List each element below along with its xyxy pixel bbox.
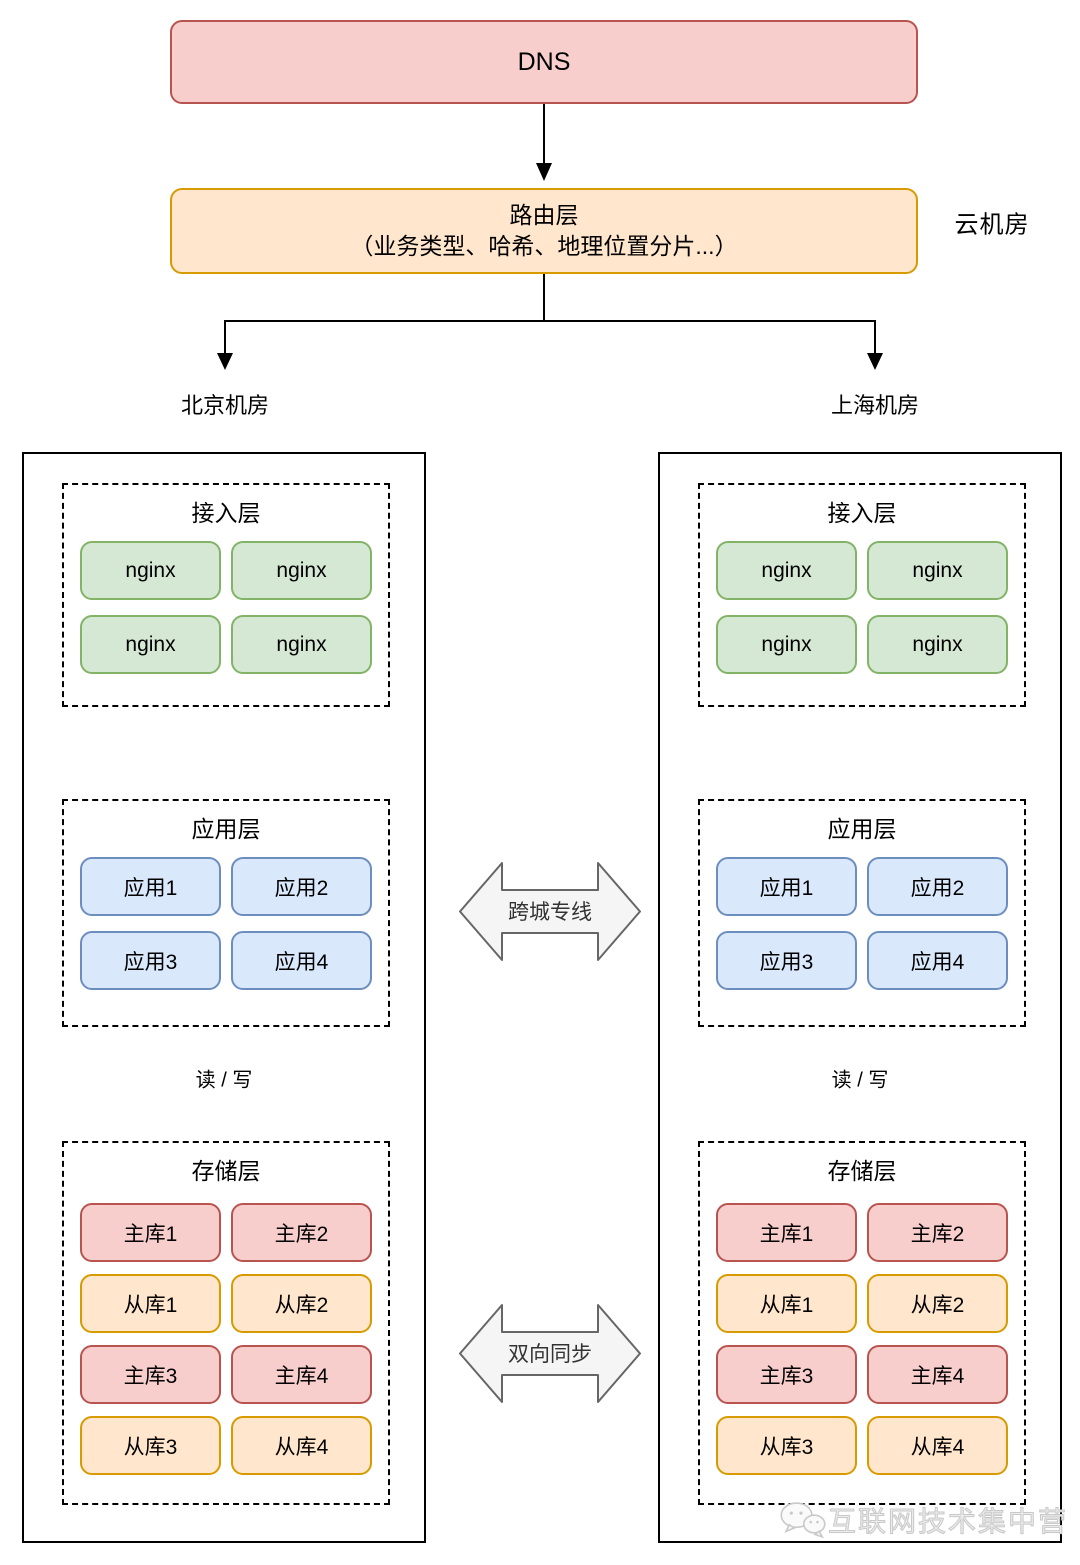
app-node: 应用4 <box>231 931 372 990</box>
router-subtitle: （业务类型、哈希、地理位置分片...） <box>350 233 738 259</box>
access-layer-title: 接入层 <box>827 500 897 526</box>
storage-layer-title: 存储层 <box>827 1158 897 1184</box>
branch-connector <box>217 274 883 370</box>
shanghai-dc-box: 接入层 nginx nginx nginx nginx 应用层 应用1 应用2 … <box>658 452 1062 1543</box>
master-db-node: 主库3 <box>716 1345 857 1404</box>
nginx-node: nginx <box>80 541 221 600</box>
slave-db-node: 从库2 <box>867 1274 1008 1333</box>
nginx-node: nginx <box>867 541 1008 600</box>
nginx-node: nginx <box>80 615 221 674</box>
master-db-node: 主库4 <box>231 1345 372 1404</box>
slave-db-node: 从库4 <box>231 1416 372 1475</box>
beijing-dc-label: 北京机房 <box>180 393 270 418</box>
master-db-node: 主库3 <box>80 1345 221 1404</box>
nginx-node: nginx <box>231 615 372 674</box>
app-node: 应用2 <box>231 857 372 916</box>
slave-db-node: 从库3 <box>80 1416 221 1475</box>
slave-db-node: 从库1 <box>80 1274 221 1333</box>
storage-node-grid: 主库1 主库2 从库1 从库2 主库3 主库4 从库3 从库4 <box>80 1203 372 1475</box>
dns-label: DNS <box>517 47 571 76</box>
slave-db-node: 从库1 <box>716 1274 857 1333</box>
arrow-dns-to-router <box>536 104 552 181</box>
storage-layer-title: 存储层 <box>191 1158 261 1184</box>
sync-arrow-label: 双向同步 <box>508 1343 592 1366</box>
access-node-grid: nginx nginx nginx nginx <box>80 541 372 674</box>
slave-db-node: 从库3 <box>716 1416 857 1475</box>
app-node-grid: 应用1 应用2 应用3 应用4 <box>716 857 1008 990</box>
app-layer-title: 应用层 <box>827 816 897 842</box>
app-node: 应用2 <box>867 857 1008 916</box>
app-node: 应用1 <box>80 857 221 916</box>
read-write-label-left: 读 / 写 <box>190 1062 258 1094</box>
nginx-node: nginx <box>716 541 857 600</box>
app-node: 应用4 <box>867 931 1008 990</box>
master-db-node: 主库1 <box>80 1203 221 1262</box>
slave-db-node: 从库2 <box>231 1274 372 1333</box>
access-layer-shanghai: 接入层 nginx nginx nginx nginx <box>698 483 1026 707</box>
master-db-node: 主库4 <box>867 1345 1008 1404</box>
master-db-node: 主库2 <box>231 1203 372 1262</box>
app-layer-beijing: 应用层 应用1 应用2 应用3 应用4 <box>62 799 390 1027</box>
master-db-node: 主库2 <box>867 1203 1008 1262</box>
cloud-room-label: 云机房 <box>954 211 1030 239</box>
read-write-label-right: 读 / 写 <box>826 1062 894 1094</box>
storage-layer-shanghai: 存储层 主库1 主库2 从库1 从库2 主库3 主库4 从库3 从库4 <box>698 1141 1026 1505</box>
access-node-grid: nginx nginx nginx nginx <box>716 541 1008 674</box>
router-title: 路由层 <box>509 202 579 228</box>
master-db-node: 主库1 <box>716 1203 857 1262</box>
storage-node-grid: 主库1 主库2 从库1 从库2 主库3 主库4 从库3 从库4 <box>716 1203 1008 1475</box>
access-layer-beijing: 接入层 nginx nginx nginx nginx <box>62 483 390 707</box>
nginx-node: nginx <box>231 541 372 600</box>
shanghai-dc-label: 上海机房 <box>830 393 920 418</box>
app-node-grid: 应用1 应用2 应用3 应用4 <box>80 857 372 990</box>
access-layer-title: 接入层 <box>191 500 261 526</box>
router-node: 路由层 （业务类型、哈希、地理位置分片...） <box>170 188 918 274</box>
app-node: 应用1 <box>716 857 857 916</box>
app-layer-shanghai: 应用层 应用1 应用2 应用3 应用4 <box>698 799 1026 1027</box>
dns-node: DNS <box>170 20 918 104</box>
slave-db-node: 从库4 <box>867 1416 1008 1475</box>
nginx-node: nginx <box>867 615 1008 674</box>
nginx-node: nginx <box>716 615 857 674</box>
app-node: 应用3 <box>80 931 221 990</box>
app-layer-title: 应用层 <box>191 816 261 842</box>
cross-city-arrow-label: 跨城专线 <box>508 901 592 924</box>
storage-layer-beijing: 存储层 主库1 主库2 从库1 从库2 主库3 主库4 从库3 从库4 <box>62 1141 390 1505</box>
beijing-dc-box: 接入层 nginx nginx nginx nginx 应用层 应用1 应用2 … <box>22 452 426 1543</box>
app-node: 应用3 <box>716 931 857 990</box>
